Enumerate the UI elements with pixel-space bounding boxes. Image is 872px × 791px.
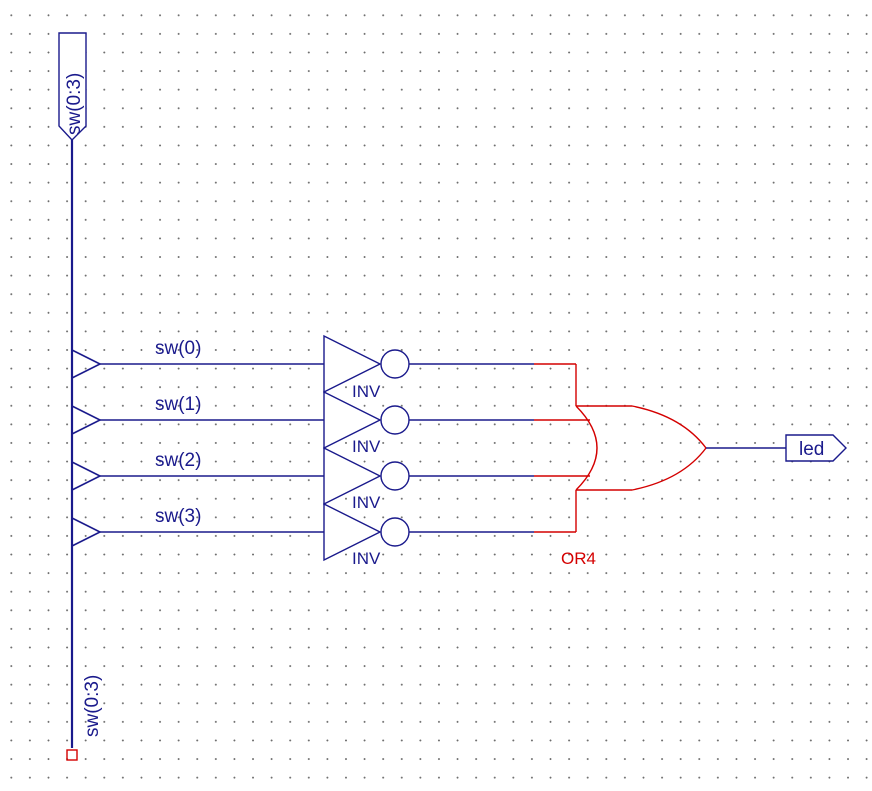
or4-label: OR4 [561, 549, 596, 568]
net-label-sw3: sw(3) [155, 506, 201, 527]
led-output-port[interactable]: led [785, 434, 847, 462]
bus-bottom-label: sw(0:3) [82, 675, 103, 737]
net-label-sw0: sw(0) [155, 338, 201, 359]
net-label-sw2: sw(2) [155, 450, 201, 471]
bus-tap-3[interactable] [71, 517, 102, 547]
inverter-label-1: INV [352, 437, 381, 456]
inverter-gate-3[interactable] [323, 502, 410, 562]
inverter-gate-0[interactable] [323, 334, 410, 394]
inverter-label-0: INV [352, 382, 381, 401]
led-port-label: led [799, 439, 824, 460]
bus-tap-0[interactable] [71, 349, 102, 379]
bus-end-marker[interactable] [66, 749, 78, 761]
bus-tap-2[interactable] [71, 461, 102, 491]
inverter-label-2: INV [352, 493, 381, 512]
inverter-label-3: INV [352, 549, 381, 568]
bus-input-port[interactable]: sw(0:3) [58, 32, 87, 142]
inverter-gate-1[interactable] [323, 390, 410, 450]
bus-port-shape[interactable] [58, 32, 87, 142]
or4-gate[interactable] [534, 363, 707, 533]
bus-port-label: sw(0:3) [64, 73, 85, 135]
net-label-sw1: sw(1) [155, 394, 201, 415]
bus-tap-1[interactable] [71, 405, 102, 435]
